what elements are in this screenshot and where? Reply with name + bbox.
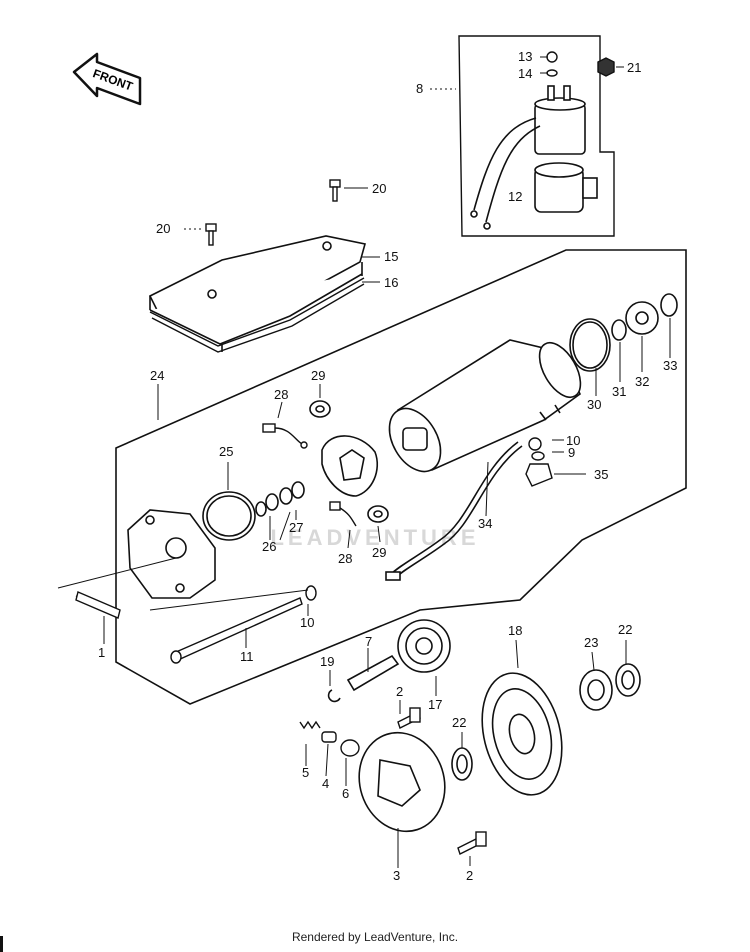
- solenoid-bracket-icon: [534, 162, 598, 213]
- needle-bearing-icon: [579, 669, 613, 711]
- pinion-gear-icon: [625, 301, 659, 335]
- callout: 2: [466, 868, 473, 883]
- bolt-icon: [205, 179, 341, 246]
- callout: 9: [568, 445, 575, 460]
- callout: 26: [262, 539, 276, 554]
- exploded-view-outline: [115, 249, 687, 705]
- callout: 1: [98, 645, 105, 660]
- washer-icon: [305, 585, 317, 601]
- starter-cover-icon: [148, 235, 367, 352]
- circlip-icon: [611, 293, 678, 341]
- callout: 7: [365, 634, 372, 649]
- nut-icon: [546, 51, 615, 77]
- callout: 20: [156, 221, 170, 236]
- starter-motor-icon: [388, 339, 582, 473]
- bearing-icon: [309, 400, 389, 523]
- callout: 6: [342, 786, 349, 801]
- front-arrow-icon: FRONT: [72, 52, 142, 106]
- callout: 35: [594, 467, 608, 482]
- callout: 2: [396, 684, 403, 699]
- callout: 11: [240, 649, 254, 664]
- callout: 27: [289, 520, 303, 535]
- callout: 15: [384, 249, 398, 264]
- callout: 29: [372, 545, 386, 560]
- end-cover-gasket-icon: [202, 491, 256, 541]
- spring-icon: [299, 720, 321, 730]
- callout: 22: [452, 715, 466, 730]
- callout: 18: [508, 623, 522, 638]
- callout: 8: [416, 81, 423, 96]
- shaft-icon: [346, 654, 400, 692]
- callout: 10: [300, 615, 314, 630]
- callout: 30: [587, 397, 601, 412]
- callout: 4: [322, 776, 329, 791]
- solenoid-relay-icon: [470, 85, 586, 230]
- callout: 24: [150, 368, 164, 383]
- fitting-icon: [525, 437, 553, 487]
- callout: 17: [428, 697, 442, 712]
- starter-cable-icon: [385, 441, 523, 581]
- screw-icon: [397, 707, 487, 855]
- leader-lines: [57, 56, 671, 868]
- callout: 29: [311, 368, 325, 383]
- callout: 16: [384, 275, 398, 290]
- washer-icon: [451, 663, 641, 781]
- cover-gasket-icon: [149, 277, 365, 353]
- starter-clutch-icon: [358, 731, 446, 833]
- callout: 28: [338, 551, 352, 566]
- solenoid-box: [458, 35, 615, 237]
- callout: 3: [393, 868, 400, 883]
- callout: 25: [219, 444, 233, 459]
- o-ring-icon: [569, 318, 611, 372]
- callout-labels: 1 2 2 3 4 5 6 7 8 9 10 10 11 12 13 14 15…: [98, 49, 677, 883]
- callout: 21: [627, 60, 641, 75]
- callout: 14: [518, 66, 532, 81]
- brush-icon: [262, 423, 357, 527]
- callout: 22: [618, 622, 632, 637]
- edge-mark: [0, 936, 3, 952]
- callout: 31: [612, 384, 626, 399]
- callout: 20: [372, 181, 386, 196]
- callout: 12: [508, 189, 522, 204]
- footer-credit: Rendered by LeadVenture, Inc.: [291, 930, 459, 944]
- through-bolt-icon: [75, 591, 303, 664]
- callout: 13: [518, 49, 532, 64]
- washer-icon: [255, 481, 305, 517]
- roller-icon: [321, 731, 360, 757]
- callout: 32: [635, 374, 649, 389]
- callout: 5: [302, 765, 309, 780]
- idle-gear-icon: [397, 619, 451, 673]
- starter-clutch-gear-icon: [481, 672, 563, 796]
- callout: 23: [584, 635, 598, 650]
- end-cover-icon: [127, 509, 216, 599]
- brush-holder-icon: [321, 435, 379, 497]
- circlip-icon: [327, 689, 341, 703]
- callout: 34: [478, 516, 492, 531]
- callout: 10: [566, 433, 580, 448]
- callout: 33: [663, 358, 677, 373]
- callout: 28: [274, 387, 288, 402]
- callout: 19: [320, 654, 334, 669]
